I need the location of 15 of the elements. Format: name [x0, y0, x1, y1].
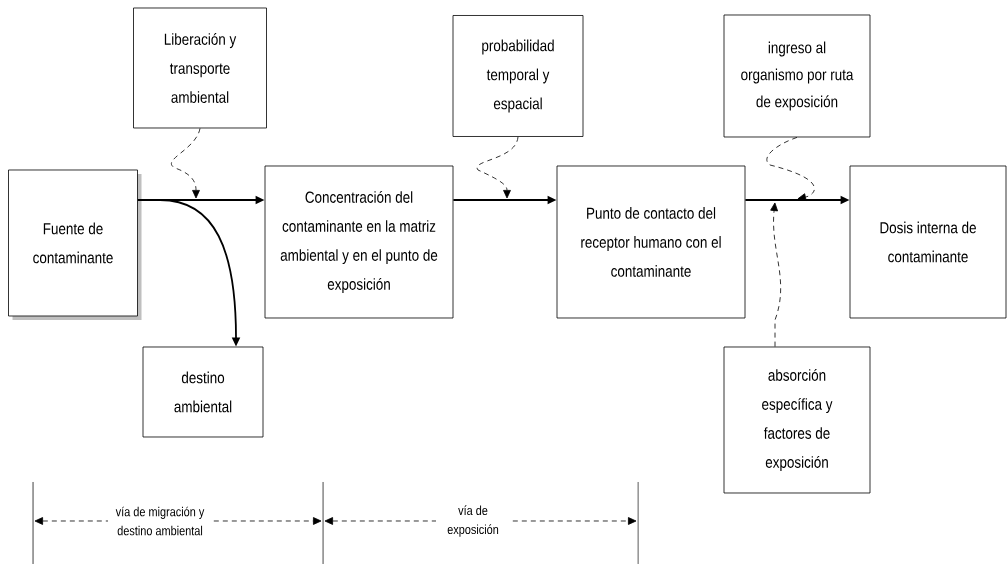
arrow — [766, 137, 815, 201]
process-box: Liberación y transporte ambiental — [133, 7, 267, 129]
arrow — [476, 136, 519, 199]
process-box: ingreso al organismo por ruta de exposición — [723, 14, 871, 138]
process-box: Concentración del contaminante en la matriz ambiental y en el punto de exposición — [264, 165, 454, 319]
arrow — [770, 202, 781, 347]
process-box: absorción específica y factores de exposición — [723, 346, 871, 494]
dimension-label: vía de exposición — [436, 503, 510, 539]
dimension-label: vía de migración y destino ambiental — [108, 504, 212, 538]
process-box: Dosis interna de contaminante — [849, 165, 1007, 319]
process-box: Punto de contacto del receptor humano con el contaminante — [556, 165, 746, 319]
process-box: Fuente de contaminante — [8, 169, 142, 320]
process-box: probabilidad temporal y espacial — [452, 15, 584, 137]
process-box: destino ambiental — [142, 346, 264, 438]
arrow — [171, 128, 201, 199]
